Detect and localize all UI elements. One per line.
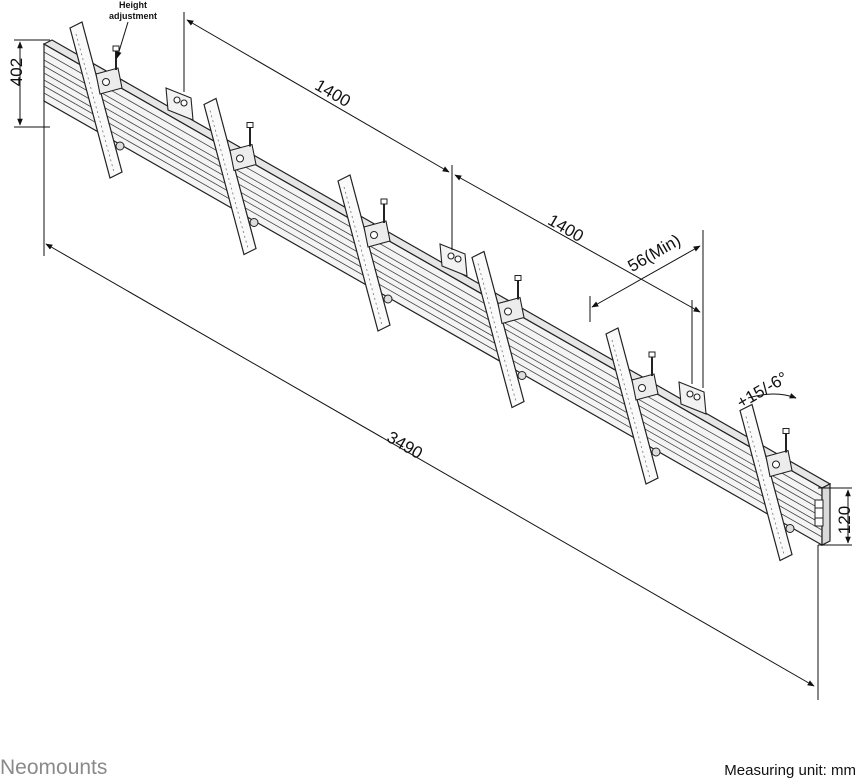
clamp-screw (772, 460, 780, 469)
bolt-head (782, 428, 790, 434)
callout-line-1: Height (119, 0, 147, 10)
callout-leader (116, 21, 129, 59)
bolt-head (380, 198, 388, 205)
unit-note: Measuring unit: mm (724, 762, 856, 779)
bolt-head (112, 45, 120, 52)
dim-tilt-label: +15/-6° (733, 368, 791, 412)
dim-min-gap-label: 56(Min) (625, 231, 684, 276)
arm-holes (209, 110, 249, 249)
rail-body (43, 42, 823, 547)
lock-knob (517, 371, 527, 380)
dim-length-label: 3490 (384, 428, 426, 463)
dim-spacing-a-line (186, 19, 450, 173)
callout-line-2: adjustment (109, 11, 157, 21)
dim-height-label: 402 (7, 58, 26, 86)
lock-knob (249, 218, 259, 227)
lock-knob (651, 447, 661, 457)
bolt-head (648, 351, 656, 358)
lock-knob (383, 294, 393, 304)
bolt-head (514, 275, 522, 281)
dimension-lines (14, 12, 852, 700)
clamp-screw (370, 231, 378, 239)
clamp-screw (504, 307, 512, 316)
arm-holes (75, 33, 115, 173)
rail-top-face (42, 39, 832, 489)
lock-knob (785, 524, 795, 533)
bolt-head (246, 122, 254, 128)
lock-knob (115, 141, 125, 151)
rail-end-detail (814, 499, 824, 527)
brand-logo: Neomounts (0, 756, 107, 779)
dim-length-line (45, 243, 815, 687)
tilt-arc (747, 393, 797, 399)
dim-spacing-b-label: 1400 (545, 211, 587, 246)
arm-plate (69, 21, 123, 179)
clamp-screw (236, 154, 244, 163)
mounting-arm (69, 21, 125, 179)
dim-spacing-a-label: 1400 (312, 76, 354, 111)
clamp-screw (102, 78, 110, 86)
dim-rail-label: 120 (835, 506, 854, 534)
clamp-screw (638, 384, 646, 392)
